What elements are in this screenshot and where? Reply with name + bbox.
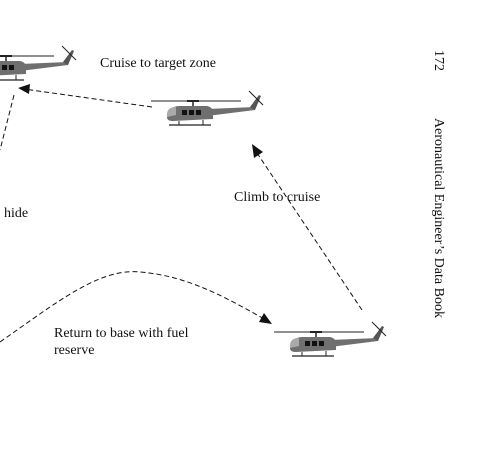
- running-title: Aeronautical Engineer’s Data Book: [431, 118, 446, 318]
- climb-label: Climb to cruise: [234, 190, 321, 205]
- cruise-path: [23, 88, 153, 108]
- helicopter-icon: [273, 321, 387, 357]
- page-number: 172: [431, 50, 446, 71]
- hide-label: hide: [4, 206, 29, 221]
- return-label: Return to base with fuel reserve: [54, 325, 189, 359]
- helicopter-icon: [150, 90, 264, 126]
- return-label-line1: Return to base with fuel: [54, 326, 189, 341]
- arrowhead-icon: [18, 84, 30, 94]
- return-path: [0, 271, 267, 343]
- arrowhead-icon: [259, 313, 272, 324]
- descent-path: [0, 94, 15, 151]
- climb-path: [254, 149, 363, 311]
- cruise-label: Cruise to target zone: [100, 56, 216, 71]
- helicopter-icon: [0, 45, 77, 81]
- arrowhead-icon: [252, 144, 263, 158]
- return-label-line2: reserve: [54, 343, 95, 358]
